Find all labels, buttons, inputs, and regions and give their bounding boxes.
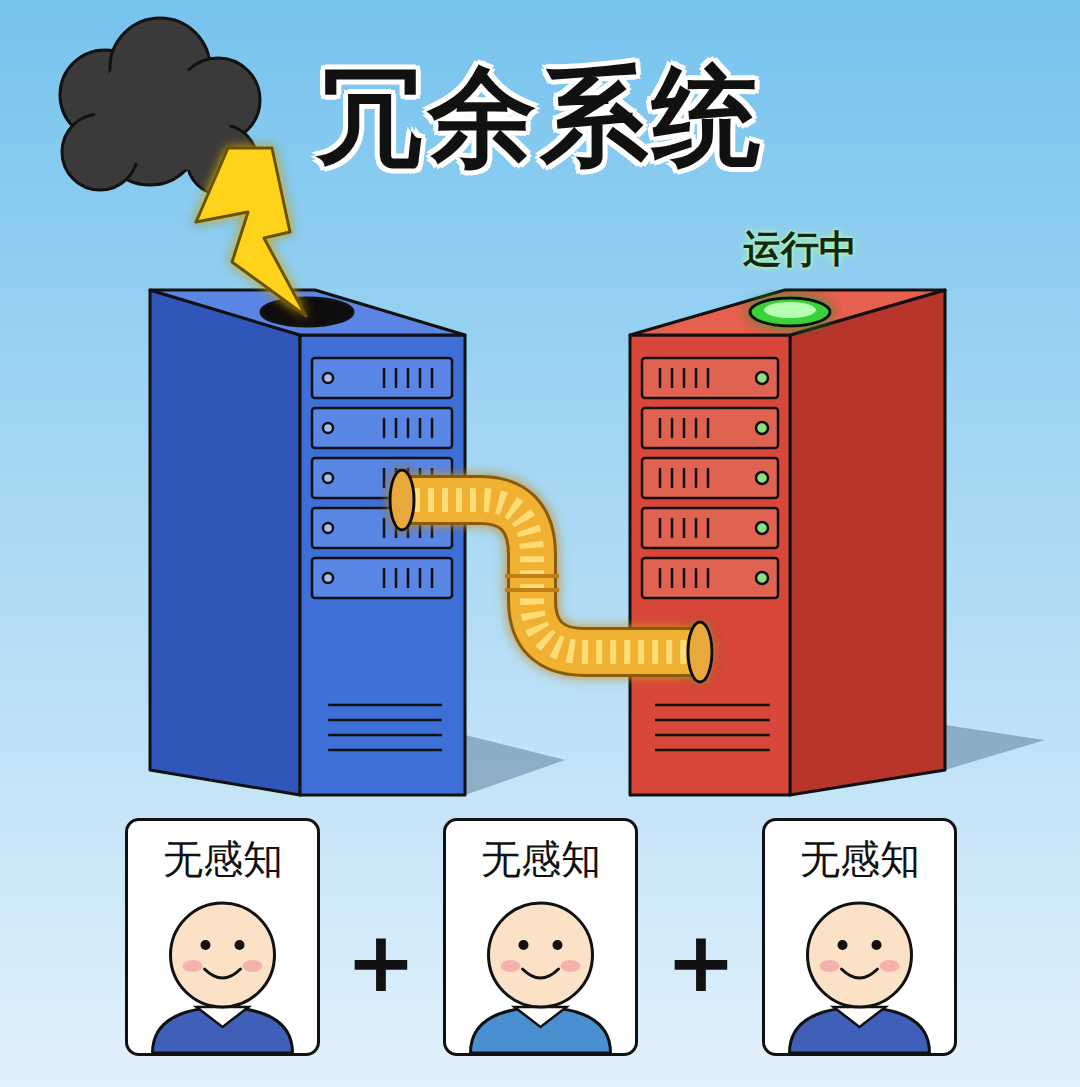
cheek	[243, 960, 263, 972]
art-part	[400, 500, 700, 652]
art-part	[750, 298, 830, 326]
art-part	[756, 522, 768, 534]
art-part	[642, 458, 778, 498]
shirt	[790, 1007, 930, 1053]
art-part	[630, 335, 790, 795]
user-card: 无感知	[443, 818, 638, 1056]
face	[808, 903, 912, 1007]
card-label: 无感知	[163, 835, 283, 883]
art-part	[323, 423, 333, 433]
smile	[523, 969, 559, 978]
art-part	[756, 422, 768, 434]
art-part	[756, 572, 768, 584]
person-figure	[471, 903, 611, 1053]
art-part	[688, 622, 712, 682]
eye	[235, 940, 245, 950]
art-part	[400, 500, 700, 652]
art-part	[790, 290, 945, 795]
smile	[842, 969, 878, 978]
blue-server	[150, 290, 465, 795]
storm-cloud-fill	[95, 55, 230, 170]
art-part	[261, 298, 353, 326]
user-card: 无感知	[125, 818, 320, 1056]
smile	[205, 969, 241, 978]
art-part	[642, 558, 778, 598]
status-label: 运行中	[743, 227, 857, 271]
art-part	[642, 408, 778, 448]
art-part	[655, 705, 770, 750]
art-part	[323, 473, 333, 483]
shirt	[153, 1007, 293, 1053]
art-part	[328, 705, 442, 750]
cheek	[183, 960, 203, 972]
art-part	[660, 368, 708, 588]
card-label: 无感知	[481, 835, 601, 883]
eye	[838, 940, 848, 950]
collar	[834, 1007, 886, 1027]
user-card: 无感知	[762, 818, 957, 1056]
eye	[519, 940, 529, 950]
red-server	[630, 290, 945, 795]
title-text: 冗余系统	[0, 52, 1080, 182]
art-part	[323, 523, 333, 533]
collar	[197, 1007, 249, 1027]
plus-sign: +	[666, 913, 736, 1011]
data-pipe	[390, 470, 712, 682]
cheek	[561, 960, 581, 972]
art-part	[150, 290, 465, 335]
art-part	[400, 500, 700, 652]
cheek	[501, 960, 521, 972]
art-part	[150, 90, 230, 170]
shirt	[471, 1007, 611, 1053]
cheek	[880, 960, 900, 972]
art-part	[642, 508, 778, 548]
art-part	[642, 358, 778, 750]
collar	[515, 1007, 567, 1027]
label-holder: +	[231, 912, 531, 1013]
art-part	[323, 373, 333, 383]
art-part	[756, 372, 768, 384]
title-holder: 冗余系统	[0, 52, 1080, 182]
art-part	[390, 470, 414, 530]
art-part	[764, 302, 816, 318]
person-figure	[153, 903, 293, 1053]
label-holder: +	[551, 912, 851, 1013]
art-part	[150, 290, 300, 795]
label-holder: 运行中	[650, 227, 950, 273]
art-part	[505, 576, 559, 590]
art-part	[323, 573, 333, 583]
art-part	[756, 472, 768, 484]
lightning-bolt	[196, 148, 306, 316]
card-label: 无感知	[800, 835, 920, 883]
art-part	[312, 358, 452, 750]
art-part	[630, 290, 945, 335]
eye	[201, 940, 211, 950]
face	[171, 903, 275, 1007]
person-figure	[790, 903, 930, 1053]
cheek	[820, 960, 840, 972]
art-part	[300, 335, 465, 795]
plus-sign: +	[346, 913, 416, 1011]
eye	[553, 940, 563, 950]
eye	[872, 940, 882, 950]
art-part	[642, 358, 778, 398]
face	[489, 903, 593, 1007]
